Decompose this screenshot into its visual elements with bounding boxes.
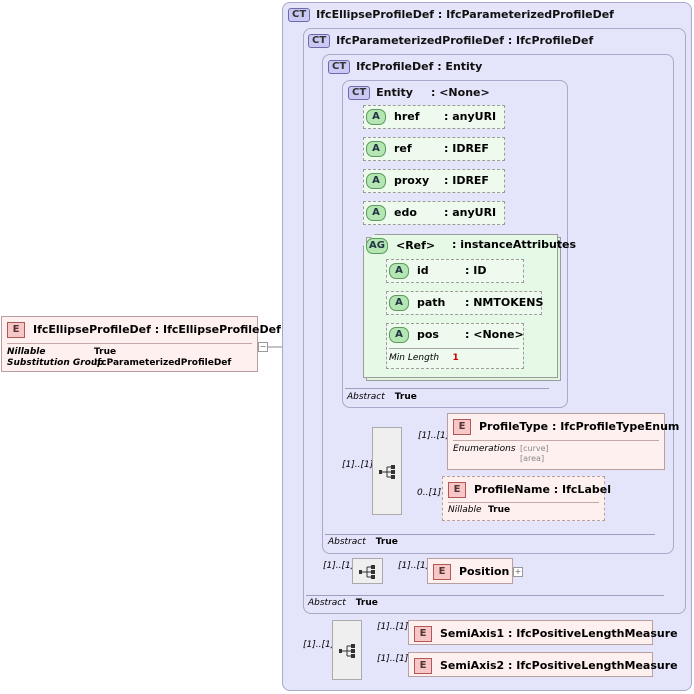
enum-value-curve: [curve]: [520, 444, 549, 453]
position-title: Position: [459, 565, 510, 578]
semi-axis1-multiplicity: [1]..[1]: [377, 622, 409, 632]
attribute-type: : ID: [465, 264, 487, 277]
attribute-name: path: [417, 296, 446, 309]
profile-ct-header: CT IfcProfileDef : Entity: [328, 60, 482, 74]
profile-type-element[interactable]: E ProfileType : IfcProfileTypeEnum Enumer…: [447, 413, 679, 470]
semi-axis1-title: SemiAxis1 : IfcPositiveLengthMeasure: [440, 627, 678, 640]
attribute-icon: A: [389, 327, 409, 343]
ct-icon: CT: [328, 60, 351, 74]
min-length-value: 1: [452, 353, 459, 363]
attribute-type: : anyURI: [444, 206, 497, 219]
nillable-value: True: [94, 347, 117, 357]
nillable-label: Nillable: [7, 347, 46, 357]
position-element[interactable]: E Position: [427, 558, 513, 584]
attribute-icon: A: [366, 141, 386, 157]
profile-name-nillable-value: True: [488, 505, 511, 515]
position-expand-toggle[interactable]: +: [513, 567, 523, 577]
ellipse-ct-header: CT IfcEllipseProfileDef : IfcParameterize…: [288, 8, 614, 22]
attribute-type: : <None>: [465, 328, 524, 341]
element-badge: E: [453, 419, 471, 435]
profile-ct-title: IfcProfileDef : Entity: [356, 60, 483, 73]
substitution-group-label: Substitution Group: [7, 358, 104, 368]
root-expand-toggle[interactable]: −: [258, 342, 268, 352]
ct-icon: CT: [348, 86, 371, 100]
attribute-group-header: AG <Ref> : instanceAttributes: [366, 238, 576, 254]
position-sequence-compositor[interactable]: [352, 558, 383, 584]
element-badge: E: [7, 322, 25, 338]
profile-type-title: ProfileType : IfcProfileTypeEnum: [479, 420, 680, 433]
profile-sequence-compositor[interactable]: [372, 427, 402, 515]
profile-seq-multiplicity: [1]..[1]: [342, 460, 374, 470]
root-element-title: IfcEllipseProfileDef : IfcEllipseProfile…: [33, 323, 281, 336]
attribute-name: ref: [394, 142, 412, 155]
attribute-type: : IDREF: [444, 142, 489, 155]
attribute-icon: A: [389, 295, 409, 311]
root-sequence-compositor[interactable]: [332, 620, 362, 680]
enum-value-area: [area]: [520, 454, 545, 463]
ct-icon: CT: [308, 34, 331, 48]
attribute-name: href: [394, 110, 420, 123]
substitution-group-value: IfcParameterizedProfileDef: [94, 358, 232, 368]
profile-name-multiplicity: 0..[1]: [417, 488, 442, 498]
attribute-name: proxy: [394, 174, 430, 187]
sequence-icon: [339, 644, 355, 658]
entity-divider: [345, 388, 549, 389]
attribute-name: pos: [417, 328, 439, 341]
enumerations-label: Enumerations: [453, 444, 516, 454]
element-badge: E: [448, 482, 466, 498]
attribute-group-icon: AG: [366, 238, 388, 254]
attribute-group-type: : instanceAttributes: [452, 238, 577, 251]
attribute-type: : anyURI: [444, 110, 497, 123]
element-badge: E: [414, 626, 432, 642]
profile-name-element[interactable]: E ProfileName : IfcLabel Nillable True: [442, 476, 611, 521]
profile-type-multiplicity: [1]..[1]: [418, 431, 450, 441]
parameterized-ct-header: CT IfcParameterizedProfileDef : IfcProfil…: [308, 34, 593, 48]
root-element-box[interactable]: E IfcEllipseProfileDef : IfcEllipseProfil…: [1, 316, 281, 372]
element-badge: E: [414, 658, 432, 674]
entity-ct-base: : <None>: [430, 86, 490, 99]
parameterized-ct-title: IfcParameterizedProfileDef : IfcProfileD…: [336, 34, 594, 47]
attribute-name: edo: [394, 206, 417, 219]
entity-ct-title: Entity: [376, 86, 413, 99]
attribute-group-name: <Ref>: [396, 239, 436, 252]
ellipse-ct-title: IfcEllipseProfileDef : IfcParameterizedP…: [316, 8, 614, 21]
semi-axis2-element[interactable]: E SemiAxis2 : IfcPositiveLengthMeasure: [408, 652, 678, 677]
profile-name-title: ProfileName : IfcLabel: [474, 483, 611, 496]
root-seq-multiplicity: [1]..[1]: [303, 640, 335, 650]
attribute-icon: A: [366, 173, 386, 189]
parameterized-divider: [306, 595, 664, 596]
profile-name-nillable-label: Nillable: [448, 505, 482, 515]
attribute-name: id: [417, 264, 429, 277]
sequence-icon: [379, 465, 395, 479]
semi-axis2-title: SemiAxis2 : IfcPositiveLengthMeasure: [440, 659, 678, 672]
position-seq-multiplicity: [1]..[1]: [323, 561, 355, 571]
min-length-label: Min Length: [389, 353, 440, 363]
position-multiplicity: [1]..[1]: [398, 561, 430, 571]
element-badge: E: [433, 564, 451, 580]
semi-axis2-multiplicity: [1]..[1]: [377, 654, 409, 664]
ct-icon: CT: [288, 8, 311, 22]
attribute-icon: A: [366, 109, 386, 125]
profile-divider: [325, 534, 655, 535]
semi-axis1-element[interactable]: E SemiAxis1 : IfcPositiveLengthMeasure: [408, 620, 678, 645]
sequence-icon: [359, 565, 375, 579]
attribute-icon: A: [366, 205, 386, 221]
attribute-type: : NMTOKENS: [465, 296, 544, 309]
attribute-type: : IDREF: [444, 174, 489, 187]
attribute-icon: A: [389, 263, 409, 279]
entity-ct-header: CT Entity : <None>: [348, 86, 490, 100]
